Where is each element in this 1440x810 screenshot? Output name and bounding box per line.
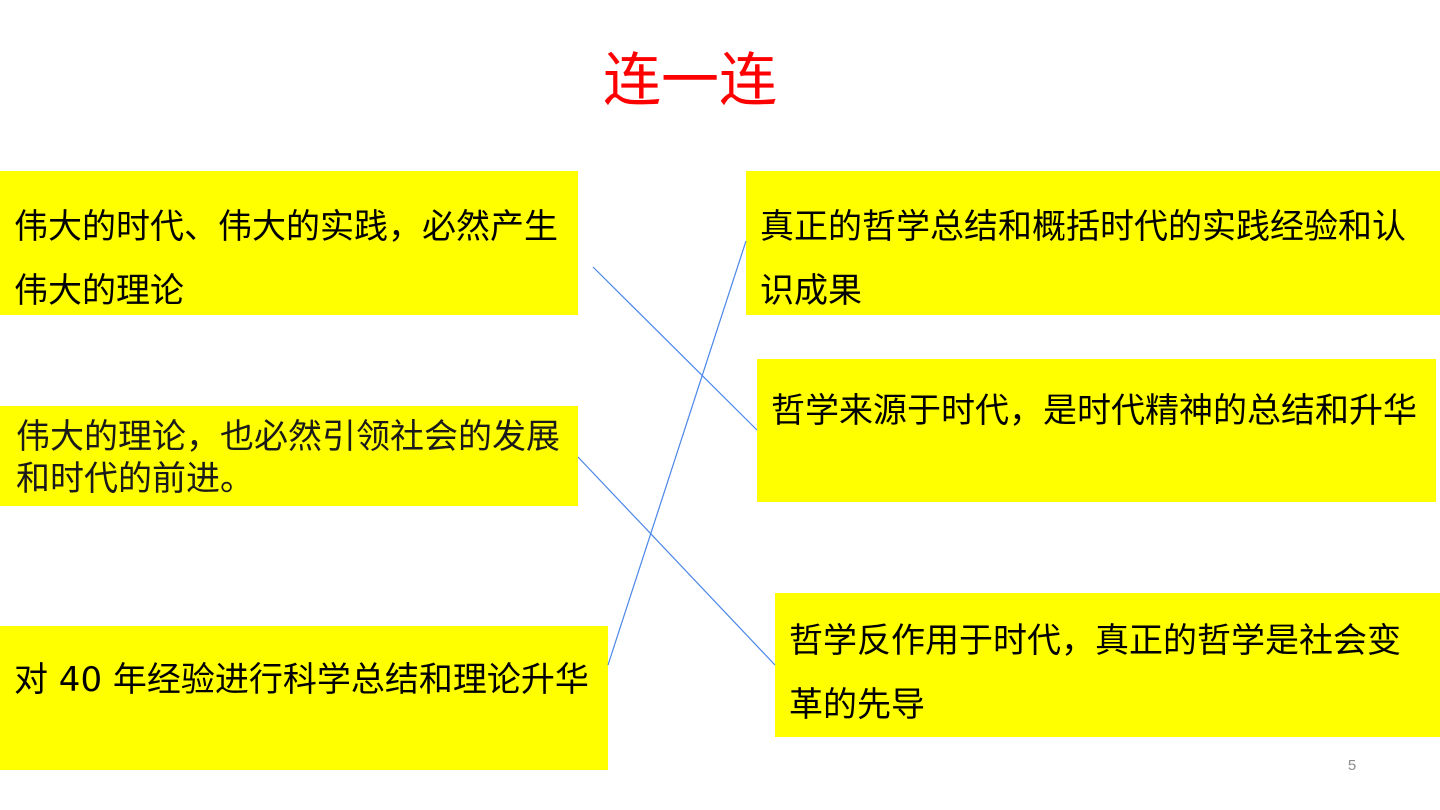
left-item-2[interactable]: 伟大的理论，也必然引领社会的发展和时代的前进。 bbox=[0, 406, 578, 506]
right-item-1[interactable]: 真正的哲学总结和概括时代的实践经验和认识成果 bbox=[746, 171, 1440, 315]
left-item-3-text: 对 40 年经验进行科学总结和理论升华 bbox=[14, 660, 589, 700]
left-item-1-text: 伟大的时代、伟大的实践，必然产生伟大的理论 bbox=[14, 207, 558, 311]
right-item-3-text: 哲学反作用于时代，真正的哲学是社会变革的先导 bbox=[789, 621, 1401, 725]
right-item-2-text: 哲学来源于时代，是时代精神的总结和升华 bbox=[771, 391, 1417, 431]
slide-title: 连一连 bbox=[602, 46, 777, 114]
left-item-1[interactable]: 伟大的时代、伟大的实践，必然产生伟大的理论 bbox=[0, 171, 578, 315]
right-item-3[interactable]: 哲学反作用于时代，真正的哲学是社会变革的先导 bbox=[775, 593, 1440, 737]
match-line-l1-r2[interactable] bbox=[592, 266, 758, 431]
page-number: 5 bbox=[1347, 757, 1357, 774]
left-item-3[interactable]: 对 40 年经验进行科学总结和理论升华 bbox=[0, 626, 608, 770]
left-item-2-text: 伟大的理论，也必然引领社会的发展和时代的前进。 bbox=[16, 417, 560, 499]
right-item-1-text: 真正的哲学总结和概括时代的实践经验和认识成果 bbox=[760, 207, 1406, 311]
right-item-2[interactable]: 哲学来源于时代，是时代精神的总结和升华 bbox=[757, 359, 1436, 502]
match-line-l3-r1[interactable] bbox=[607, 240, 747, 666]
